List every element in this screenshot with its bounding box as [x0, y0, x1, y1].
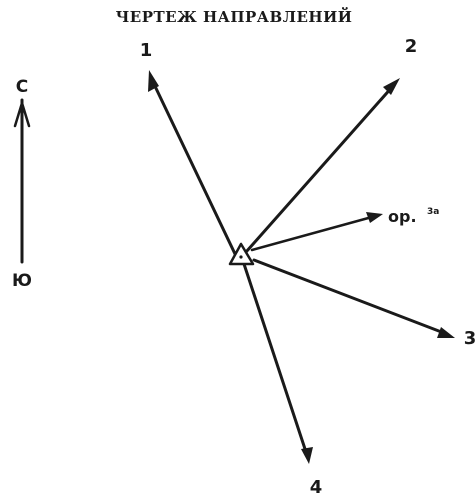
direction-label-3: 3 — [464, 328, 476, 349]
direction-ray-2 — [244, 84, 395, 254]
compass-north-label: С — [16, 77, 28, 97]
direction-ray-4 — [242, 262, 308, 454]
direction-ray-3 — [252, 258, 446, 335]
direction-arrowhead-2 — [383, 78, 400, 95]
compass: С Ю — [12, 77, 32, 291]
direction-label-2: 2 — [405, 36, 418, 57]
direction-arrowhead-orientir — [366, 212, 383, 223]
direction-ray-orientir — [250, 215, 374, 252]
direction-label-1: 1 — [140, 40, 153, 61]
direction-arrowhead-1 — [148, 70, 159, 92]
direction-arrowhead-3 — [437, 327, 455, 338]
diagram-title: ЧЕРТЕЖ НАПРАВЛЕНИЙ — [116, 7, 353, 26]
direction-rays — [148, 70, 455, 464]
orientir-label: ор. — [388, 207, 417, 226]
station-triangle-icon — [228, 242, 255, 266]
direction-ray-1 — [151, 80, 238, 258]
compass-south-label: Ю — [12, 271, 32, 291]
orientir-sublabel: 3a — [427, 207, 439, 217]
compass-arrow-head — [13, 98, 31, 128]
direction-label-4: 4 — [310, 477, 323, 498]
direction-arrowhead-4 — [301, 447, 313, 464]
